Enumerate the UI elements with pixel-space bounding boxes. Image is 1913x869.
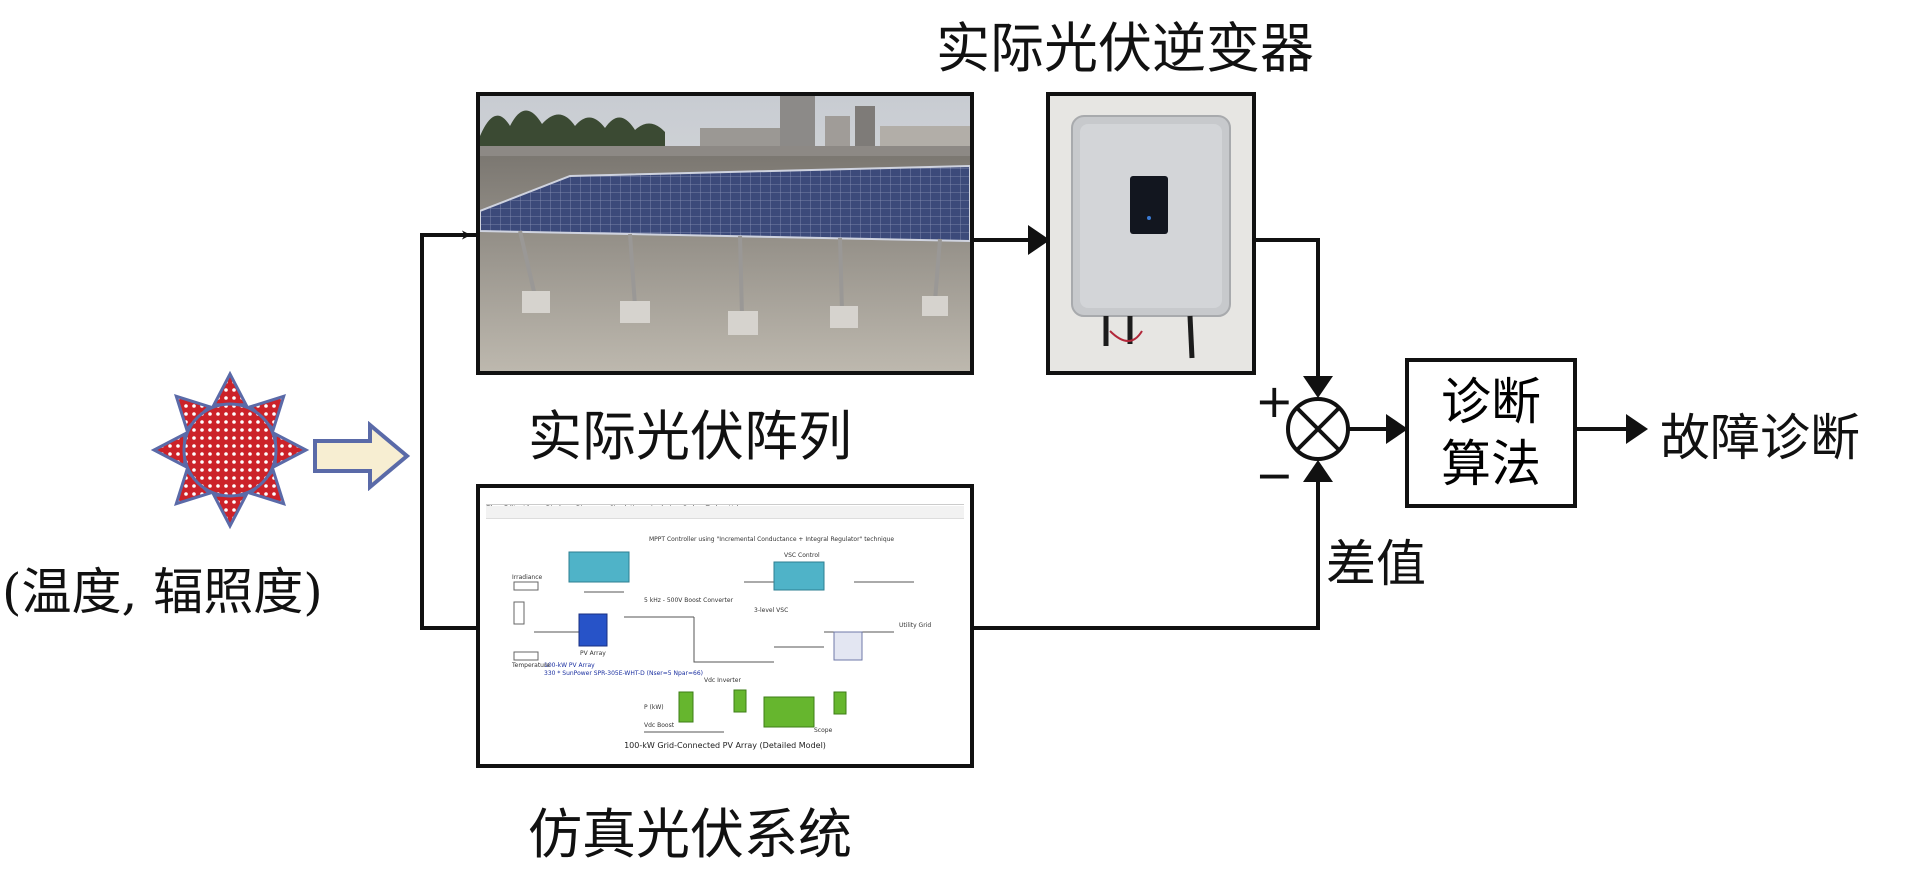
sun-ray [273, 431, 310, 469]
sim-label-temperature: Temperature [512, 662, 551, 669]
sim-system-label: 仿真光伏系统 [528, 803, 852, 866]
sim-label-pv-desc2: 330 * SunPower SPR-305E-WHT-D (Nser=5 Np… [544, 670, 703, 677]
sim-toolbar [486, 506, 964, 519]
inverter-title: 实际光伏逆变器 [936, 17, 1314, 80]
input-arrow-icon [313, 421, 411, 491]
sim-model-title: 100-kW Grid-Connected PV Array (Detailed… [624, 741, 826, 750]
sim-label-irradiance: Irradiance [512, 574, 543, 581]
sim-label-grid: Utility Grid [899, 622, 932, 629]
sun-ray [211, 370, 249, 407]
simulation-model-window: FileEditViewDisplayDiagramSimulationAnal… [476, 484, 974, 768]
real-pv-array-photo [476, 92, 974, 375]
sim-label-boost: 5 kHz - 500V Boost Converter [644, 597, 734, 604]
sim-menubar: FileEditViewDisplayDiagramSimulationAnal… [486, 494, 964, 512]
sun-ray [211, 493, 249, 530]
sim-label-vdc-boost: Vdc Boost [644, 722, 675, 729]
difference-label: 差值 [1326, 535, 1426, 593]
arrow-head-inverter [1028, 225, 1050, 255]
fault-diagnosis-label: 故障诊断 [1660, 409, 1860, 467]
sim-label-pv: PV Array [580, 650, 606, 657]
arrow-head-algorithm [1386, 414, 1408, 444]
plus-sign: + [1255, 374, 1294, 428]
arrow-head-output [1626, 414, 1648, 444]
input-conditions-label: (温度, 辐照度) [2, 563, 323, 621]
sun-ray [150, 431, 187, 469]
sim-label-vsc3: 3-level VSC [754, 607, 789, 614]
minus-sign: − [1255, 448, 1294, 502]
sun-icon [150, 370, 310, 530]
algorithm-line-1: 诊断 [1441, 373, 1541, 431]
sim-label-scope: Scope [814, 727, 833, 734]
diagnosis-algorithm-box: 诊断 算法 [1405, 358, 1577, 508]
sim-label-pkw: P (kW) [644, 704, 664, 711]
arrow-head-sum-bottom [1303, 460, 1333, 482]
sim-label-mppt: MPPT Controller using "Incremental Condu… [649, 536, 895, 543]
arrow-head-sum-top [1303, 376, 1333, 398]
sim-canvas: MPPT Controller using "Incremental Condu… [494, 522, 956, 754]
sim-label-vsc: VSC Control [784, 552, 820, 559]
real-inverter-photo [1046, 92, 1256, 375]
sim-label-vdc: Vdc Inverter [704, 677, 741, 684]
sim-label-pv-desc1: 100-kW PV Array [544, 662, 595, 669]
algorithm-line-2: 算法 [1441, 435, 1541, 493]
real-array-label: 实际光伏阵列 [528, 405, 852, 468]
